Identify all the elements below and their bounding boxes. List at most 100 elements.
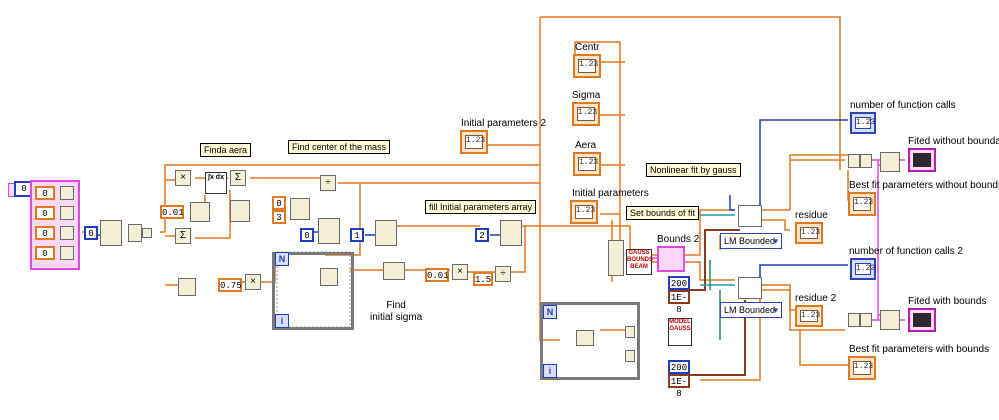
indicator-display: 1.23 (853, 197, 873, 211)
fited-with-graph[interactable] (908, 308, 936, 332)
aera-indicator[interactable]: 1.23 (573, 152, 601, 176)
bounds-2-cluster[interactable] (657, 246, 685, 272)
sigma-indicator[interactable]: 1.23 (572, 102, 600, 126)
tolerance-constant-b[interactable]: 1E-8 (668, 374, 690, 399)
bundle-with-node-2 (860, 313, 872, 327)
nonlinear-fit-vi-1[interactable] (738, 205, 762, 227)
num-calls-indicator[interactable]: 1.23 (850, 112, 876, 134)
build-graph-node-2 (880, 310, 900, 330)
loop2-output-node-2 (625, 350, 635, 362)
nonlinear-fit-callout: Nonlinear fit by gauss (646, 163, 741, 177)
build-array-node-1 (190, 202, 210, 222)
init-constant-zero-b[interactable]: 0 (272, 196, 286, 210)
residue-label: residue (795, 210, 828, 221)
indicator-display: 1.23 (577, 107, 597, 121)
sigma-scale-constant[interactable]: 0.01 (425, 268, 449, 282)
index-constant-zero-a[interactable]: 0 (84, 226, 98, 240)
cluster-element-7 (60, 226, 74, 240)
loop-compare-node (320, 268, 338, 286)
array-index-node (128, 224, 142, 242)
gauss-bounds-subvi[interactable]: GAUSS BOUNDS BEAM (626, 249, 653, 275)
max-iterations-constant-b[interactable]: 200 (668, 360, 690, 374)
residue-2-indicator[interactable]: 1.23 (795, 305, 823, 327)
multiply-op-3: × (452, 264, 468, 280)
dx-constant[interactable]: 0.01 (160, 205, 184, 219)
teal-wires (700, 214, 735, 340)
indicator-display: 1.23 (800, 310, 821, 322)
lm-bounded-ring-2[interactable]: LM Bounded ▾ (720, 302, 782, 318)
lm-bounded-ring-1[interactable]: LM Bounded ▾ (720, 233, 782, 249)
sum-op-1: Σ (230, 170, 246, 186)
bundle-without-node-2 (860, 154, 872, 168)
fill-initial-callout: fill Initial parameters array (425, 200, 537, 214)
array-size-node (178, 278, 196, 296)
sigma-divisor-constant[interactable]: 1.5 (473, 272, 493, 286)
tolerance-constant-a[interactable]: 1E-8 (668, 290, 690, 315)
num-calls-2-indicator[interactable]: 1.23 (850, 258, 876, 280)
indicator-display: 1.23 (855, 117, 876, 129)
graph-screen (913, 153, 931, 167)
cluster-element-1[interactable]: 0 (35, 186, 55, 200)
best-fit-without-indicator[interactable]: 1.23 (848, 192, 876, 216)
num-calls-2-label: number of function calls 2 (849, 246, 963, 257)
replace-index-zero-c[interactable]: 0 (300, 228, 314, 242)
input-cluster-index[interactable]: 0 (14, 181, 34, 197)
ring-value: LM Bounded (724, 305, 776, 315)
dropdown-arrow-icon: ▾ (773, 236, 778, 246)
fited-without-label: Fited without bounda (908, 136, 999, 147)
indicator-display: 1.23 (575, 205, 595, 219)
gauss-input-cluster[interactable]: 0 0 0 0 (30, 180, 80, 270)
build-graph-node-1 (880, 152, 900, 172)
unbundle-node (100, 220, 122, 246)
cluster-element-6 (60, 206, 74, 220)
loop2-output-node-1 (625, 326, 635, 338)
initial-params-2-indicator[interactable]: 1.23 (460, 130, 488, 154)
brown-wires (690, 229, 746, 376)
multiply-op-1: × (175, 170, 191, 186)
model-gauss-subvi[interactable]: MODEL GAUSS (668, 318, 692, 346)
threshold-search-node (383, 262, 405, 280)
indicator-display: 1.23 (578, 157, 598, 171)
divide-op-1: ÷ (320, 175, 336, 191)
cluster-element-4[interactable]: 0 (35, 246, 55, 260)
cluster-element-8 (60, 246, 74, 260)
bundle-with-node-1 (848, 313, 860, 327)
set-bounds-callout: Set bounds of fit (626, 206, 700, 220)
indicator-display: 1.23 (800, 227, 821, 239)
loop-count-terminal-2: N (543, 305, 557, 319)
max-iterations-constant-a[interactable]: 200 (668, 276, 690, 290)
replace-subset-node-1 (318, 218, 340, 244)
loop-iteration-terminal-1: i (275, 314, 289, 328)
best-fit-with-indicator[interactable]: 1.23 (848, 356, 876, 380)
double-wires (160, 16, 856, 381)
indicator-display: 1.23 (853, 361, 873, 375)
cluster-element-2[interactable]: 0 (35, 206, 55, 220)
nonlinear-fit-vi-2[interactable] (738, 277, 762, 299)
residue-indicator[interactable]: 1.23 (795, 222, 823, 244)
graph-screen (913, 313, 931, 327)
initial-params-indicator[interactable]: 1.23 (570, 200, 598, 224)
for-loop-2[interactable] (540, 302, 640, 380)
multiply-op-2: × (245, 274, 261, 290)
bounds-2-label: Bounds 2 (657, 234, 700, 245)
loop-iteration-terminal-2: i (543, 364, 557, 378)
unbundle-params-node (608, 240, 624, 276)
replace-index-one[interactable]: 1 (350, 228, 364, 242)
centr-label: Centr (575, 42, 600, 53)
fited-with-label: Fited with bounds (908, 296, 987, 307)
aera-label: Aera (575, 140, 597, 151)
fraction-constant[interactable]: 0.75 (218, 278, 242, 292)
for-loop-1[interactable] (272, 252, 354, 330)
fited-without-graph[interactable] (908, 148, 936, 172)
sigma-label: Sigma (572, 90, 601, 101)
residue-2-label: residue 2 (795, 293, 837, 304)
init-constant-three[interactable]: 3 (272, 210, 286, 224)
initialize-array-node (290, 198, 310, 220)
integral-subvi[interactable]: ∫x dx (205, 172, 227, 194)
num-calls-label: number of function calls (850, 100, 956, 111)
replace-subset-node-3 (500, 220, 522, 246)
cluster-element-3[interactable]: 0 (35, 226, 55, 240)
replace-index-two[interactable]: 2 (475, 228, 489, 242)
centr-indicator[interactable]: 1.23 (573, 54, 601, 78)
initial-params-2-label: Initial parameters 2 (461, 118, 547, 129)
